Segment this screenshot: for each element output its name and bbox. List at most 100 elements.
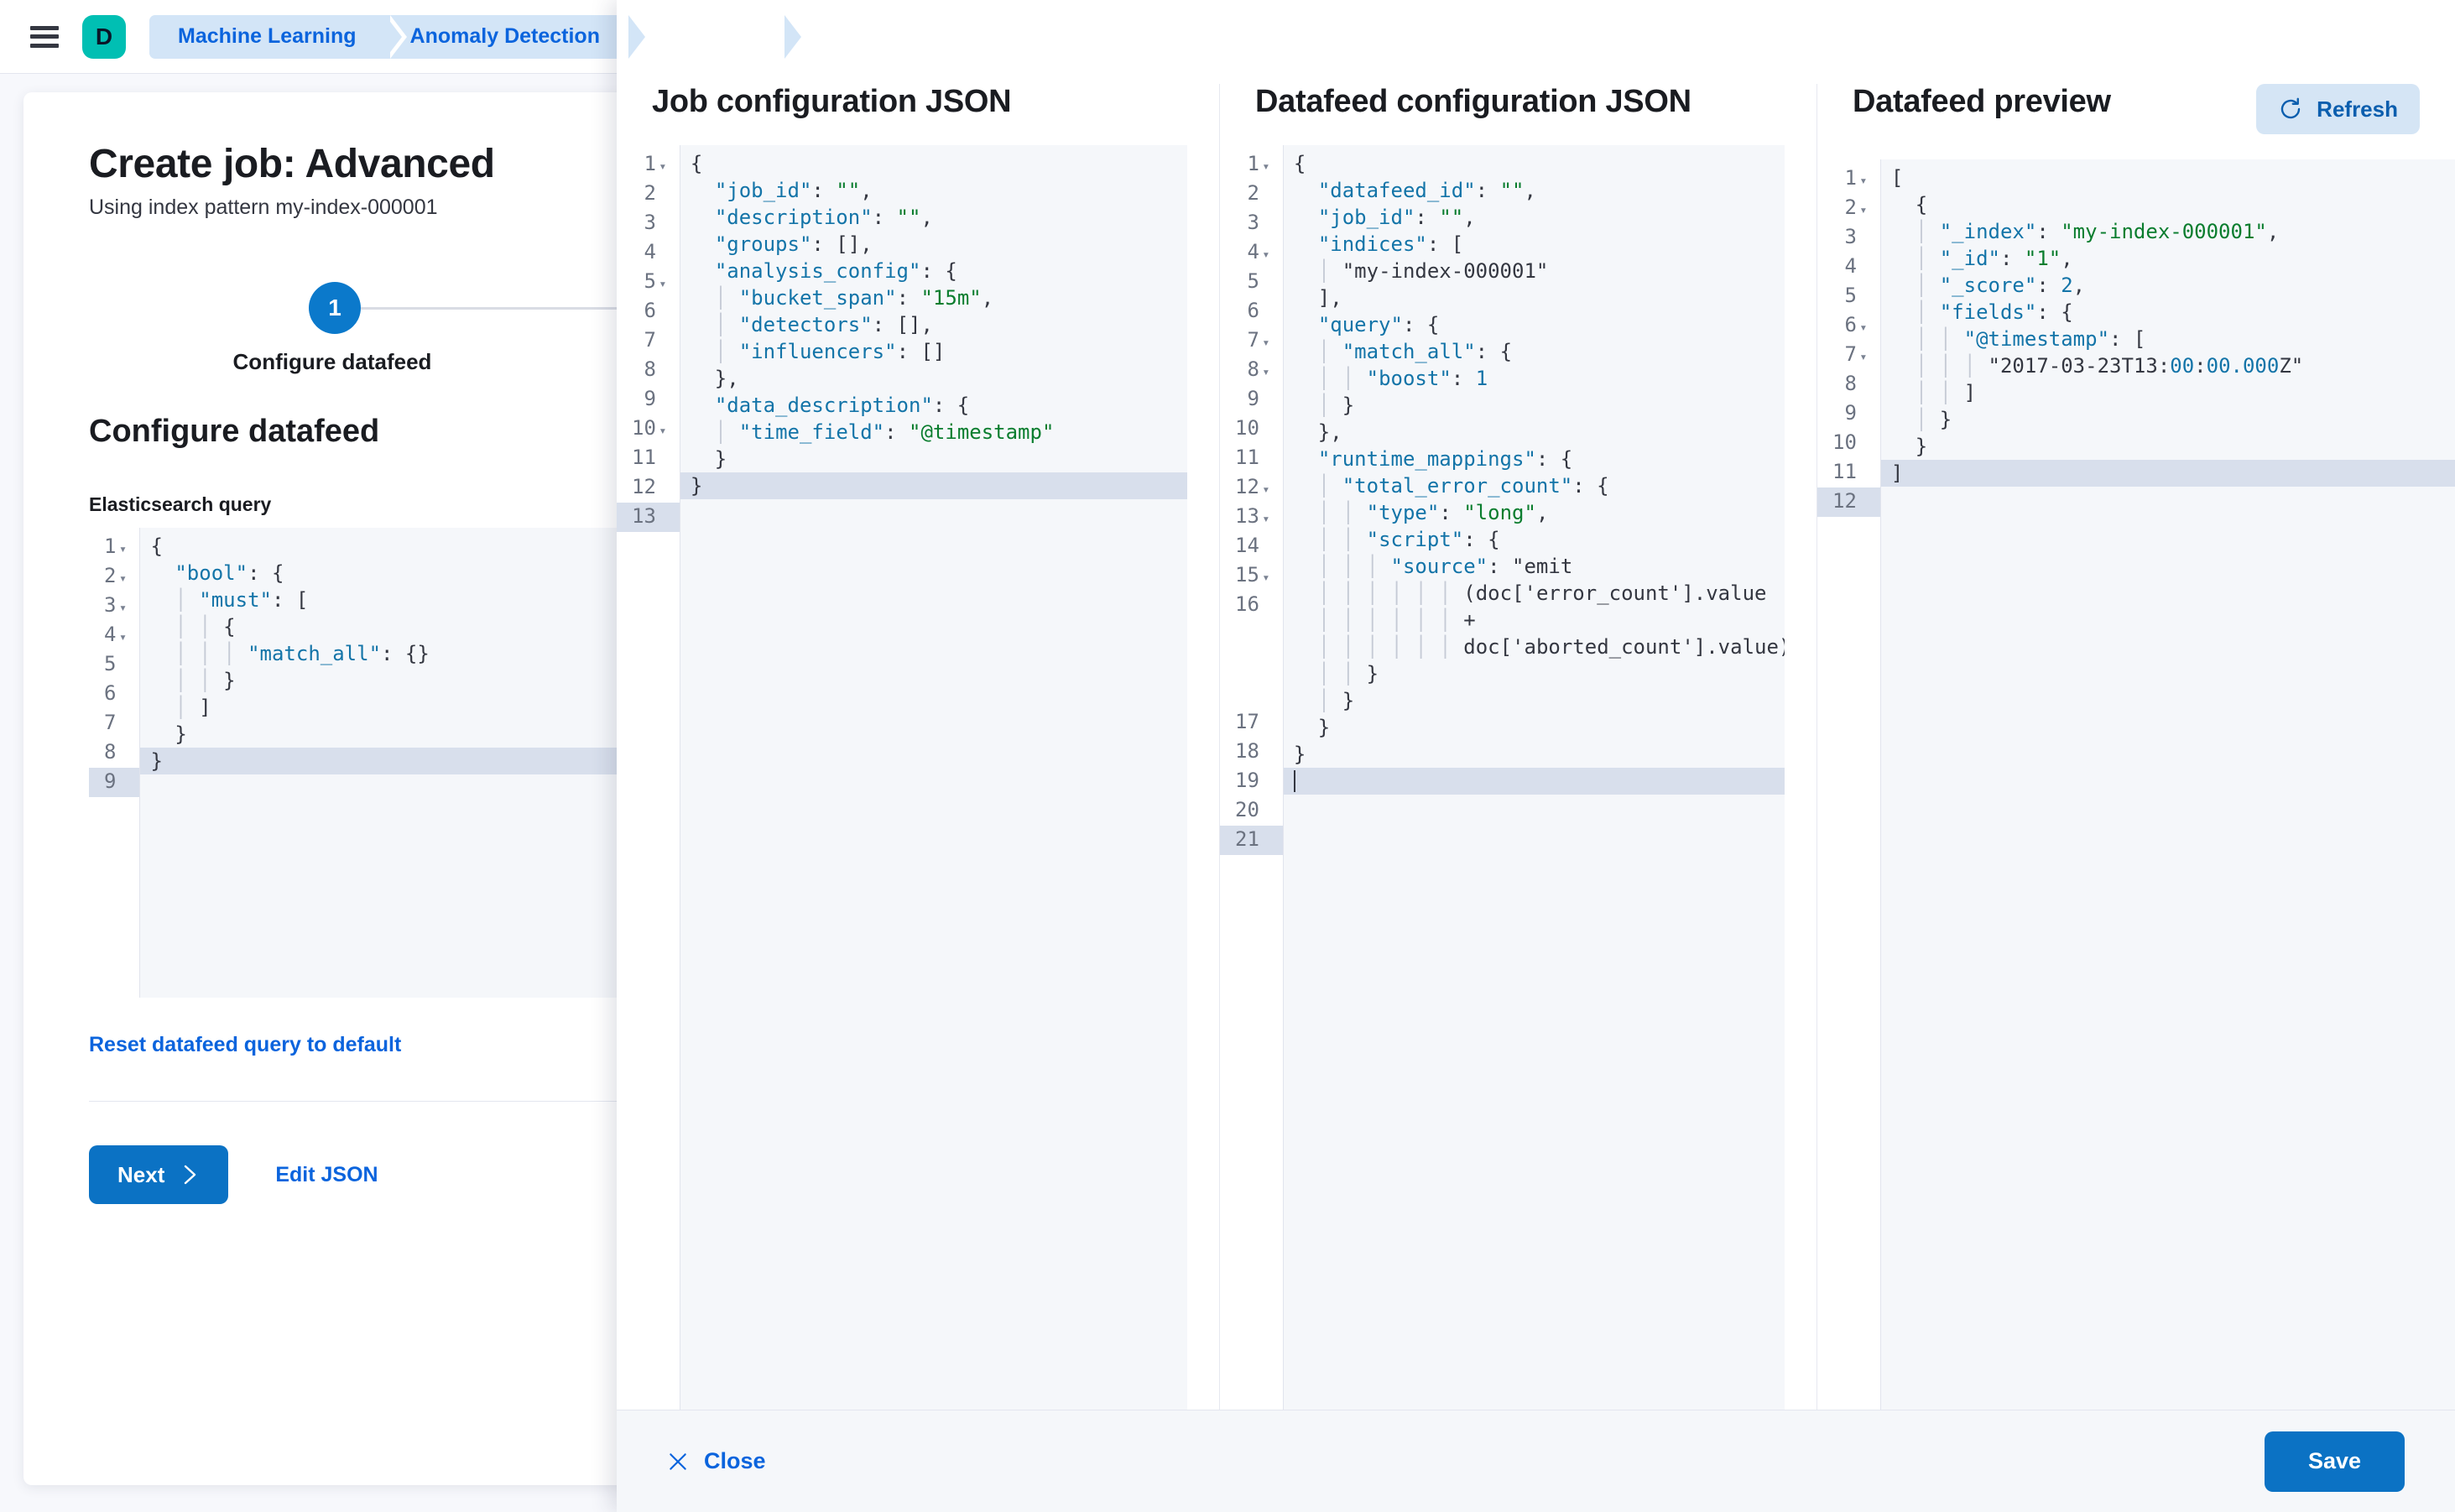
datafeed-configuration-json-editor[interactable]: 1▾2▾3▾4▾5▾6▾7▾8▾9▾10▾11▾12▾13▾14▾15▾16▾ … [1220,145,1785,1410]
column-header: Datafeed preview Refresh [1817,84,2455,159]
text-cursor [1293,770,1295,792]
editor-line-number: 18▾ [1235,739,1259,763]
editor-code-line: "indices": [ [1317,232,1464,256]
editor-code-line: "query": { [1317,313,1440,336]
app-logo[interactable]: D [82,14,126,59]
editor-code-line: "groups": [], [714,232,873,256]
editor-line-number: 3▾ [89,592,139,621]
column-datafeed-configuration: Datafeed configuration JSON 1▾2▾3▾4▾5▾6▾… [1219,84,1816,1410]
editor-code-area[interactable]: { "datafeed_id": "", "job_id": "", "indi… [1283,145,1785,1410]
column-header: Job configuration JSON [617,84,1219,145]
fold-toggle-icon[interactable]: ▾ [659,423,667,438]
job-configuration-json-editor[interactable]: 1▾2▾3▾4▾5▾6▾7▾8▾9▾10▾11▾12▾13▾ { "job_id… [617,145,1187,1410]
editor-code-line: │ │ │ "match_all": {} [175,642,430,665]
editor-code-line: │ │ "script": { [1317,528,1500,551]
refresh-icon [2278,96,2303,122]
editor-line-number: 21▾ [1220,826,1283,855]
fold-toggle-icon[interactable]: ▾ [118,629,127,644]
editor-code-line: }, [1293,420,1342,444]
editor-line-number: 7▾ [1220,326,1283,356]
fold-toggle-icon[interactable]: ▾ [1262,511,1270,526]
column-header: Datafeed configuration JSON [1220,84,1816,145]
editor-line-number: 9▾ [1844,401,1857,425]
editor-line-number: 6▾ [1247,299,1259,322]
editor-code-line: { [150,534,163,558]
edit-json-button[interactable]: Edit JSON [275,1162,378,1186]
editor-line-number: 7▾ [644,328,656,352]
editor-line-number: 13▾ [617,503,680,532]
editor-code-line: │ │ │ │ │ │ doc['aborted_count'].value)" [1317,635,1785,659]
advanced-configuration-flyout: Job configuration JSON 1▾2▾3▾4▾5▾6▾7▾8▾9… [617,0,2455,1512]
elasticsearch-query-label: Elasticsearch query [89,493,272,515]
editor-line-number: 9▾ [1247,387,1259,410]
editor-line-number: 1▾ [89,533,139,562]
breadcrumb-item-anomaly-detection[interactable]: Anomaly Detection [384,14,651,59]
editor-code-line: }, [690,367,739,390]
editor-code-line: ] [1880,460,2455,487]
editor-line-number: 6▾ [104,681,117,705]
editor-code-line: } [690,447,727,471]
fold-toggle-icon[interactable]: ▾ [118,600,127,615]
editor-line-number: 10▾ [1832,430,1857,454]
editor-code-line: │ │ ] [1915,381,1977,404]
next-button[interactable]: Next [89,1145,229,1204]
editor-code-area[interactable]: { "job_id": "", "description": "", "grou… [680,145,1187,1410]
breadcrumb-item-machine-learning[interactable]: Machine Learning [149,14,407,59]
editor-line-number: 9▾ [644,387,656,410]
fold-toggle-icon[interactable]: ▾ [1859,349,1868,364]
editor-code-line: │ │ │ │ │ │ (doc['error_count'].value [1317,581,1767,605]
fold-toggle-icon[interactable]: ▾ [1262,335,1270,350]
editor-line-number: 8▾ [1220,356,1283,385]
fold-toggle-icon[interactable]: ▾ [1859,202,1868,217]
editor-line-number: 3▾ [1247,211,1259,234]
editor-line-number: 4▾ [1220,238,1283,268]
refresh-button[interactable]: Refresh [2256,84,2420,134]
editor-code-line: │ } [1317,394,1355,417]
close-button[interactable]: Close [667,1448,766,1474]
editor-line-number: 5▾ [1844,284,1857,307]
editor-line-number: 12▾ [1220,473,1283,503]
fold-toggle-icon[interactable]: ▾ [1262,247,1270,262]
fold-toggle-icon[interactable]: ▾ [1859,320,1868,335]
editor-code-line: │ │ "type": "long", [1317,501,1549,524]
editor-code-line: │ │ │ "source": "emit [1317,555,1573,578]
fold-toggle-icon[interactable]: ▾ [1262,482,1270,497]
editor-code-area[interactable]: [ { │ "_index": "my-index-000001", │ "_i… [1880,159,2455,1410]
fold-toggle-icon[interactable]: ▾ [1262,364,1270,379]
save-button[interactable]: Save [2264,1431,2405,1492]
editor-code-line: │ "bucket_span": "15m", [714,286,994,310]
editor-code-line: │ "total_error_count": { [1317,474,1609,498]
editor-code-line: "job_id": "", [1317,206,1476,229]
editor-code-line: │ │ } [175,669,236,692]
datafeed-preview-json-editor[interactable]: 1▾2▾3▾4▾5▾6▾7▾8▾9▾10▾11▾12▾ [ { │ "_inde… [1817,159,2455,1410]
hamburger-menu-icon[interactable] [30,25,59,48]
fold-toggle-icon[interactable]: ▾ [659,276,667,291]
editor-code-line: │ "detectors": [], [714,313,933,336]
editor-line-number: 4▾ [1844,254,1857,278]
editor-line-number: 12▾ [632,475,656,498]
next-button-label: Next [117,1161,165,1187]
editor-line-number-wrap: ▾ [1220,649,1283,679]
fold-toggle-icon[interactable]: ▾ [118,541,127,556]
fold-toggle-icon[interactable]: ▾ [118,571,127,586]
editor-line-number: 1▾ [617,150,680,180]
editor-line-number-wrap: ▾ [1220,679,1283,708]
editor-code-line: } [1890,435,1928,458]
editor-line-number: 20▾ [1235,798,1259,821]
editor-code-line: [ [1890,166,1904,190]
fold-toggle-icon[interactable]: ▾ [659,159,667,174]
datafeed-configuration-title: Datafeed configuration JSON [1255,84,1691,119]
job-configuration-title: Job configuration JSON [652,84,1012,119]
fold-toggle-icon[interactable]: ▾ [1859,173,1868,188]
page-title: Create job: Advanced [89,142,495,186]
reset-datafeed-query-link[interactable]: Reset datafeed query to default [89,1033,402,1056]
editor-gutter: 1▾2▾3▾4▾5▾6▾7▾8▾9▾10▾11▾12▾ [1817,159,1881,1410]
stepper-step-1-circle[interactable]: 1 [309,282,361,334]
editor-line-number: 4▾ [89,621,139,650]
editor-code-line: { [1890,193,1928,216]
editor-code-line: "runtime_mappings": { [1317,447,1573,471]
editor-line-number: 19▾ [1235,769,1259,792]
fold-toggle-icon[interactable]: ▾ [1262,570,1270,585]
fold-toggle-icon[interactable]: ▾ [1262,159,1270,174]
section-title-configure-datafeed: Configure datafeed [89,414,380,449]
